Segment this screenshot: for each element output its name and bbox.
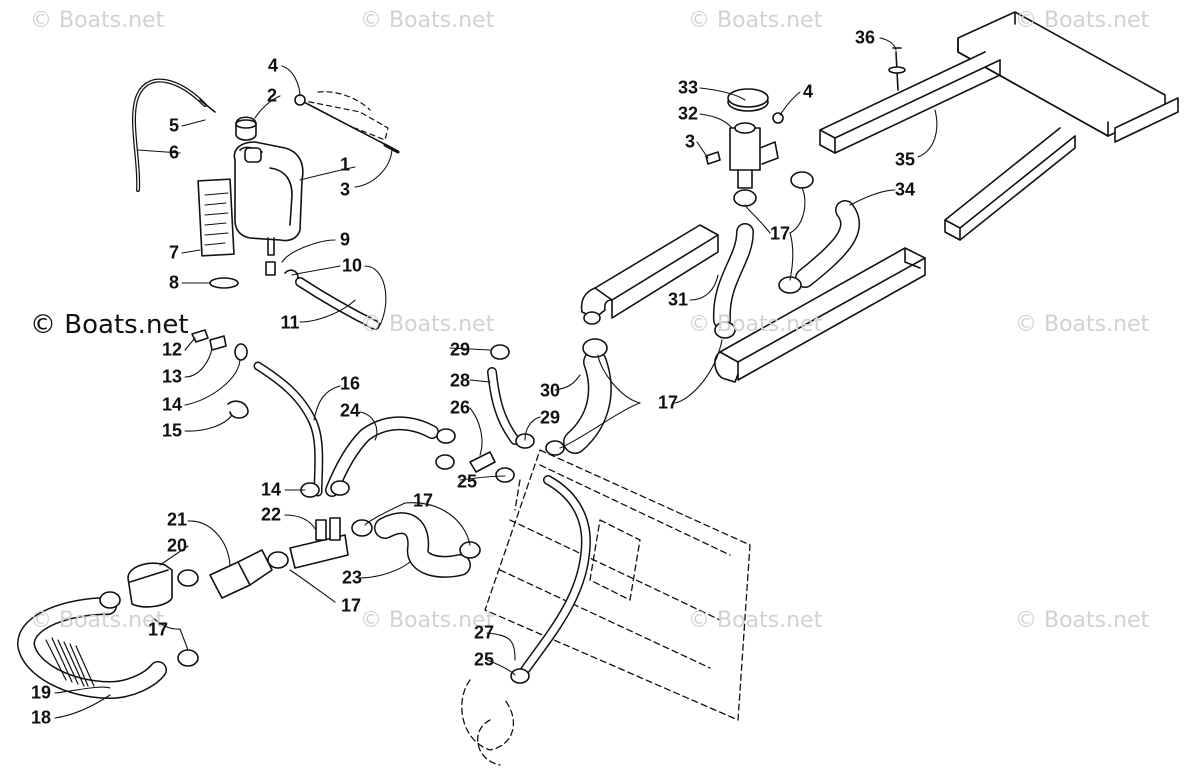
callout-24: 24 [339, 400, 361, 421]
callout-17: 17 [340, 595, 362, 616]
hose-11 [295, 277, 380, 330]
callout-13: 13 [161, 366, 183, 387]
callout-7: 7 [168, 242, 180, 263]
callout-2: 2 [266, 85, 278, 106]
vent-hose-6 [131, 78, 216, 192]
callout-23: 23 [341, 567, 363, 588]
watermark: © Boats.net [360, 608, 495, 633]
filler-neck-32 [729, 127, 779, 189]
chassis-tunnel [461, 449, 751, 766]
watermark-main: © Boats.net [30, 310, 189, 340]
callout-35: 35 [894, 149, 916, 170]
watermark: © Boats.net [360, 312, 495, 337]
callout-12: 12 [161, 339, 183, 360]
callout-1: 1 [339, 154, 351, 175]
heat-exchanger-lower [714, 247, 926, 383]
callout-30: 30 [539, 380, 561, 401]
hose-18-19 [17, 597, 167, 699]
callout-4: 4 [802, 81, 814, 102]
callout-17: 17 [147, 619, 169, 640]
watermark: © Boats.net [30, 8, 165, 33]
decal-7 [197, 178, 235, 257]
callout-34: 34 [894, 179, 916, 200]
callout-29: 29 [539, 407, 561, 428]
callout-20: 20 [166, 535, 188, 556]
callout-9: 9 [339, 229, 351, 250]
watermark: © Boats.net [688, 312, 823, 337]
callout-36: 36 [854, 27, 876, 48]
callout-10: 10 [341, 255, 363, 276]
callout-14: 14 [161, 394, 183, 415]
callout-28: 28 [449, 370, 471, 391]
elbow-23 [374, 512, 471, 578]
callout-19: 19 [30, 682, 52, 703]
callout-32: 32 [677, 103, 699, 124]
callout-29: 29 [449, 339, 471, 360]
callout-21: 21 [166, 509, 188, 530]
clamps-17-25-29 [99, 122, 814, 684]
callout-15: 15 [161, 420, 183, 441]
callout-17: 17 [412, 490, 434, 511]
tank-bracket [299, 91, 389, 141]
callout-17: 17 [657, 392, 679, 413]
watermark: © Boats.net [688, 8, 823, 33]
callout-16: 16 [339, 373, 361, 394]
watermark: © Boats.net [688, 608, 823, 633]
callout-8: 8 [168, 272, 180, 293]
hose-21 [209, 549, 273, 599]
screw-36 [888, 47, 906, 91]
callout-26: 26 [449, 397, 471, 418]
watermark: © Boats.net [1015, 608, 1150, 633]
callout-25: 25 [473, 649, 495, 670]
fitting-9 [265, 261, 276, 276]
radiator-frame-35 [819, 11, 1179, 241]
fitting-12-13 [191, 329, 248, 361]
callout-6: 6 [168, 142, 180, 163]
watermark: © Boats.net [1015, 312, 1150, 337]
ring-15 [227, 400, 249, 419]
clamp-10 [284, 269, 299, 279]
hose-30 [563, 350, 612, 454]
heat-exchanger-upper [580, 224, 719, 319]
watermark: © Boats.net [1015, 8, 1150, 33]
hose-28 [487, 367, 520, 445]
cap-2 [235, 116, 257, 141]
callout-3: 3 [339, 179, 351, 200]
cap-33 [727, 88, 769, 112]
coolant-tank-1 [233, 141, 304, 256]
callout-5: 5 [168, 115, 180, 136]
hose-34 [795, 200, 860, 288]
callout-18: 18 [30, 707, 52, 728]
fitting-26 [469, 451, 496, 473]
watermark: © Boats.net [360, 8, 495, 33]
hose-31 [712, 223, 754, 329]
small-nuts [294, 94, 784, 165]
clamp-8 [209, 277, 239, 289]
callout-17: 17 [769, 223, 791, 244]
box-20 [127, 562, 173, 608]
callout-3: 3 [684, 131, 696, 152]
leader-lines [54, 37, 938, 719]
y-fitting-22 [289, 517, 349, 569]
hose-16 [253, 361, 324, 497]
callout-27: 27 [473, 622, 495, 643]
hose-27 [520, 475, 591, 675]
callout-31: 31 [667, 289, 689, 310]
callout-22: 22 [260, 504, 282, 525]
callout-25: 25 [456, 471, 478, 492]
callout-4: 4 [267, 55, 279, 76]
bolt-3-line [299, 99, 393, 149]
callout-11: 11 [280, 312, 300, 333]
hose-24 [325, 416, 439, 497]
watermark: © Boats.net [30, 608, 165, 633]
callout-33: 33 [677, 77, 699, 98]
callout-14: 14 [260, 479, 282, 500]
